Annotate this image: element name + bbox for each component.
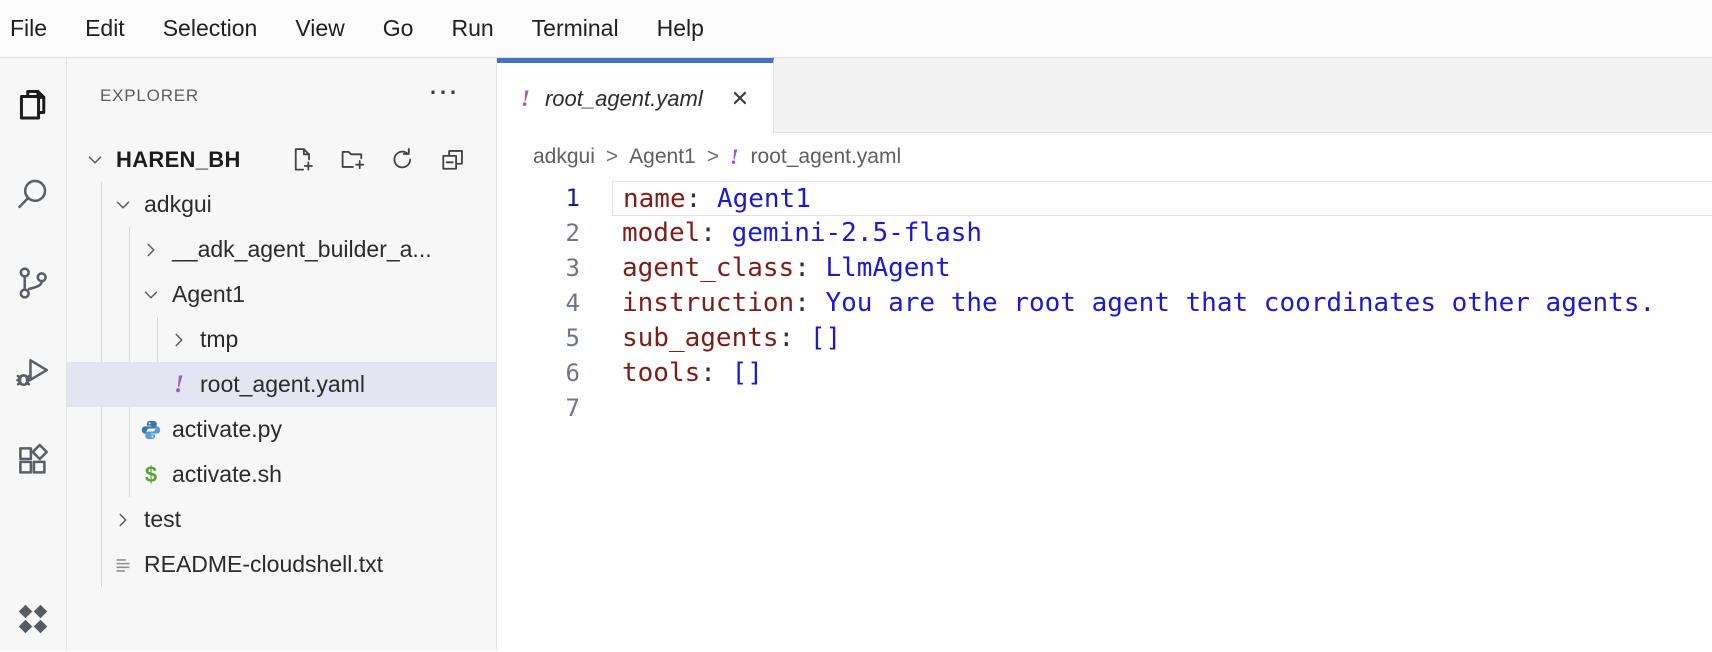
breadcrumb-item-agent1[interactable]: Agent1 bbox=[629, 145, 696, 168]
explorer-actions bbox=[289, 146, 466, 173]
yaml-key: tools bbox=[622, 358, 701, 388]
tree-item-agent1[interactable]: Agent1 bbox=[67, 272, 496, 317]
tree-item-label: __adk_agent_builder_a... bbox=[172, 236, 432, 262]
tab-label: root_agent.yaml bbox=[544, 85, 703, 111]
menu-terminal[interactable]: Terminal bbox=[531, 15, 619, 41]
yaml-value: LlmAgent bbox=[825, 253, 951, 283]
chevron-right-icon bbox=[139, 238, 163, 262]
menu-view[interactable]: View bbox=[295, 15, 345, 41]
yaml-value: You are the root agent that coordinates … bbox=[825, 288, 1656, 318]
tree-item-adkgui[interactable]: adkgui bbox=[67, 182, 496, 227]
code-line-1: 1 name: Agent1 bbox=[497, 181, 1712, 216]
breadcrumb-item-adkgui[interactable]: adkgui bbox=[533, 145, 595, 168]
workspace-name: HAREN_BH bbox=[116, 146, 241, 172]
file-tree: HAREN_BH bbox=[67, 137, 496, 651]
explorer-files-icon[interactable] bbox=[14, 86, 52, 124]
breadcrumb-item-root-agent-yaml[interactable]: root_agent.yaml bbox=[750, 145, 902, 168]
tree-item-label: activate.sh bbox=[172, 461, 282, 487]
breadcrumb-separator: > bbox=[706, 145, 719, 168]
chevron-down-icon bbox=[139, 283, 163, 307]
refresh-icon[interactable] bbox=[389, 146, 416, 173]
tree-item-label: root_agent.yaml bbox=[200, 371, 365, 397]
menu-edit[interactable]: Edit bbox=[85, 15, 125, 41]
menu-file[interactable]: File bbox=[10, 15, 48, 41]
new-folder-icon[interactable] bbox=[339, 146, 366, 173]
yaml-key: agent_class bbox=[622, 253, 795, 283]
yaml-key: name bbox=[623, 184, 686, 214]
yaml-key: sub_agents bbox=[622, 323, 779, 353]
tree-item-label: Agent1 bbox=[172, 281, 245, 307]
yaml-value: gemini-2.5-flash bbox=[731, 218, 983, 248]
cloud-diamonds-icon[interactable] bbox=[14, 600, 52, 638]
chevron-down-icon bbox=[83, 148, 107, 172]
tree-item-haren-bh[interactable]: HAREN_BH bbox=[67, 137, 496, 182]
search-icon[interactable] bbox=[14, 175, 52, 213]
line-number: 2 bbox=[565, 219, 580, 247]
menu-bar: File Edit Selection View Go Run Terminal… bbox=[0, 0, 1712, 58]
close-icon[interactable]: ✕ bbox=[730, 85, 750, 111]
editor-group: ! root_agent.yaml ✕ adkgui > Agent1 > ! … bbox=[497, 58, 1712, 651]
line-number: 1 bbox=[565, 184, 580, 212]
tree-item-adk-agent-builder[interactable]: __adk_agent_builder_a... bbox=[67, 227, 496, 272]
code-line-7: 7 bbox=[497, 391, 1712, 426]
line-number: 7 bbox=[565, 394, 580, 422]
line-number: 4 bbox=[565, 289, 580, 317]
yaml-file-icon: ! bbox=[729, 144, 739, 169]
collapse-all-icon[interactable] bbox=[439, 146, 466, 173]
chevron-right-icon bbox=[167, 328, 191, 352]
text-file-icon bbox=[111, 553, 135, 577]
tree-item-tmp[interactable]: tmp bbox=[67, 317, 496, 362]
yaml-value: [] bbox=[731, 358, 763, 388]
code-line-6: 6 tools: [] bbox=[497, 356, 1712, 391]
explorer-sidebar: EXPLORER ⋯ HAREN_BH bbox=[67, 58, 497, 651]
menu-help[interactable]: Help bbox=[656, 15, 704, 41]
chevron-down-icon bbox=[111, 193, 135, 217]
code-editor[interactable]: 1 name: Agent1 2 model: gemini-2.5-flash… bbox=[497, 181, 1712, 651]
yaml-file-icon: ! bbox=[521, 85, 530, 111]
tree-item-label: README-cloudshell.txt bbox=[144, 551, 384, 577]
tab-root-agent-yaml[interactable]: ! root_agent.yaml ✕ bbox=[497, 58, 775, 134]
code-line-5: 5 sub_agents: [] bbox=[497, 321, 1712, 356]
source-control-icon[interactable] bbox=[14, 264, 52, 302]
tree-item-root-agent-yaml[interactable]: ! root_agent.yaml bbox=[67, 362, 496, 407]
explorer-header: EXPLORER ⋯ bbox=[67, 58, 496, 137]
line-number: 5 bbox=[565, 324, 580, 352]
breadcrumb-separator: > bbox=[605, 145, 619, 168]
tree-item-test[interactable]: test bbox=[67, 497, 496, 542]
tree-item-readme-cloudshell[interactable]: README-cloudshell.txt bbox=[67, 542, 496, 587]
line-number: 3 bbox=[565, 254, 580, 282]
more-actions-icon[interactable]: ⋯ bbox=[428, 76, 458, 109]
tree-item-activate-py[interactable]: activate.py bbox=[67, 407, 496, 452]
tree-item-label: adkgui bbox=[144, 191, 212, 217]
yaml-value: Agent1 bbox=[716, 184, 811, 214]
code-line-3: 3 agent_class: LlmAgent bbox=[497, 251, 1712, 286]
tree-item-label: activate.py bbox=[172, 416, 282, 442]
python-file-icon bbox=[139, 418, 163, 442]
yaml-value: [] bbox=[809, 323, 842, 353]
run-debug-icon[interactable] bbox=[14, 353, 52, 391]
yaml-key: model bbox=[622, 218, 701, 248]
tab-bar: ! root_agent.yaml ✕ bbox=[497, 58, 1712, 134]
menu-run[interactable]: Run bbox=[451, 15, 494, 41]
menu-selection[interactable]: Selection bbox=[162, 15, 258, 41]
new-file-icon[interactable] bbox=[289, 146, 316, 173]
activity-bar bbox=[0, 58, 67, 651]
yaml-key: instruction bbox=[622, 288, 795, 318]
extensions-icon[interactable] bbox=[14, 442, 52, 480]
line-number: 6 bbox=[565, 359, 580, 387]
breadcrumb: adkgui > Agent1 > ! root_agent.yaml bbox=[497, 133, 1712, 181]
tree-item-activate-sh[interactable]: $ activate.sh bbox=[67, 452, 496, 497]
tree-item-label: tmp bbox=[200, 326, 239, 352]
shell-file-icon: $ bbox=[144, 461, 158, 487]
chevron-right-icon bbox=[111, 508, 135, 532]
menu-go[interactable]: Go bbox=[382, 15, 414, 41]
code-line-2: 2 model: gemini-2.5-flash bbox=[497, 216, 1712, 251]
tree-item-label: test bbox=[144, 506, 182, 532]
code-line-4: 4 instruction: You are the root agent th… bbox=[497, 286, 1712, 321]
yaml-file-icon: ! bbox=[174, 370, 184, 398]
explorer-title: EXPLORER bbox=[100, 86, 199, 105]
